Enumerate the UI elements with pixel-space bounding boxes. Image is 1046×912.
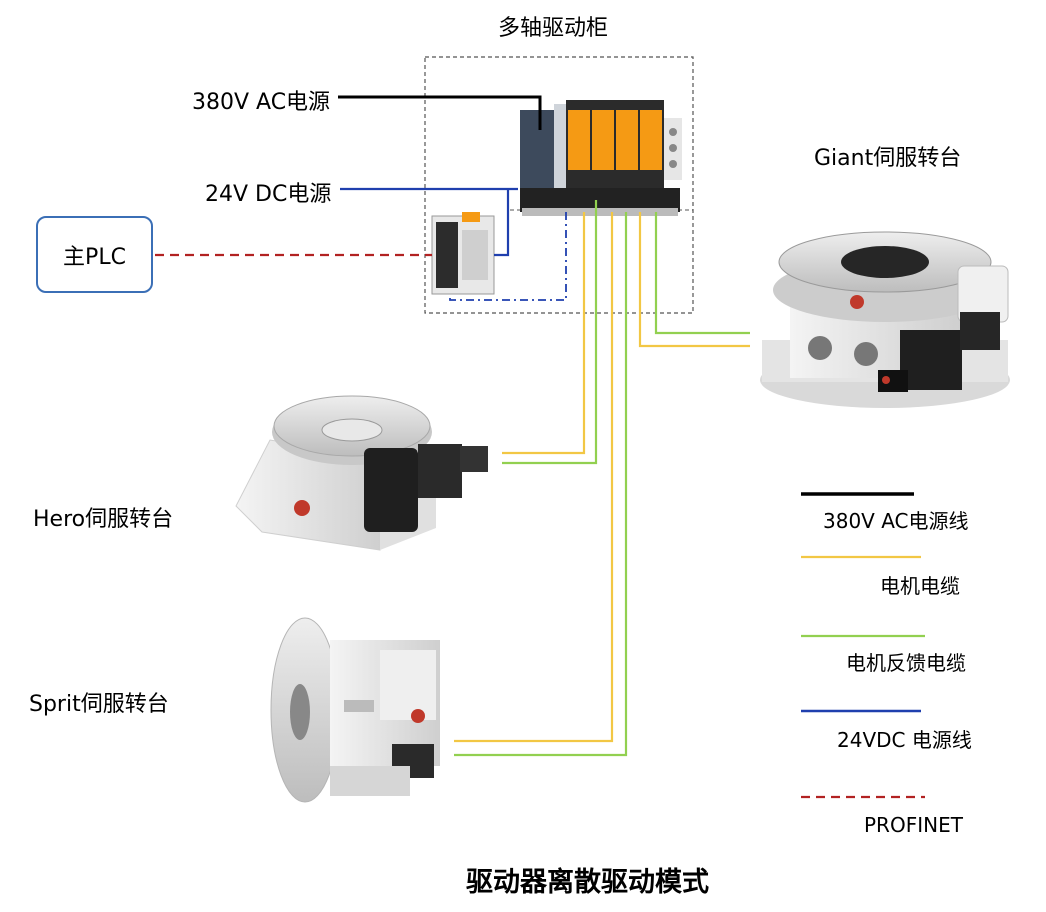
ac-power-line (338, 95, 542, 130)
giant-motor-cable (638, 212, 750, 348)
sprit-motor-cable (454, 212, 614, 743)
hero-turntable-image (235, 395, 488, 551)
cabinet-label: 多轴驱动柜 (498, 16, 609, 41)
ac-power-label: 380V AC电源 (192, 90, 331, 115)
diagram-title: 驱动器离散驱动模式 (466, 867, 709, 898)
drive-cabinet-image (520, 100, 682, 216)
giant-turntable-image (760, 231, 1010, 408)
legend-label-motor: 电机电缆 (880, 574, 960, 598)
dc-dashdot-line (449, 212, 567, 301)
dc-to-plc-line (494, 189, 510, 257)
dc-power-label: 24V DC电源 (205, 182, 332, 207)
plc-label: 主PLC (63, 244, 126, 270)
sprit-label: Sprit伺服转台 (29, 692, 169, 717)
cabinet-outline (424, 56, 694, 314)
hero-label: Hero伺服转台 (33, 507, 174, 532)
legend-label-ac: 380V AC电源线 (823, 509, 969, 533)
legend-label-feedback: 电机反馈电缆 (846, 651, 966, 675)
sprit-feedback-cable (454, 212, 628, 757)
sprit-turntable-image (270, 617, 440, 803)
legend-label-profinet: PROFINET (864, 813, 963, 837)
giant-feedback-cable (654, 212, 750, 335)
hero-motor-cable (502, 212, 586, 455)
plc-module-image (431, 212, 495, 295)
plc-box: 主PLC (36, 216, 153, 293)
legend-label-dc: 24VDC 电源线 (837, 728, 972, 752)
giant-label: Giant伺服转台 (814, 146, 962, 171)
hero-feedback-cable (502, 200, 598, 465)
